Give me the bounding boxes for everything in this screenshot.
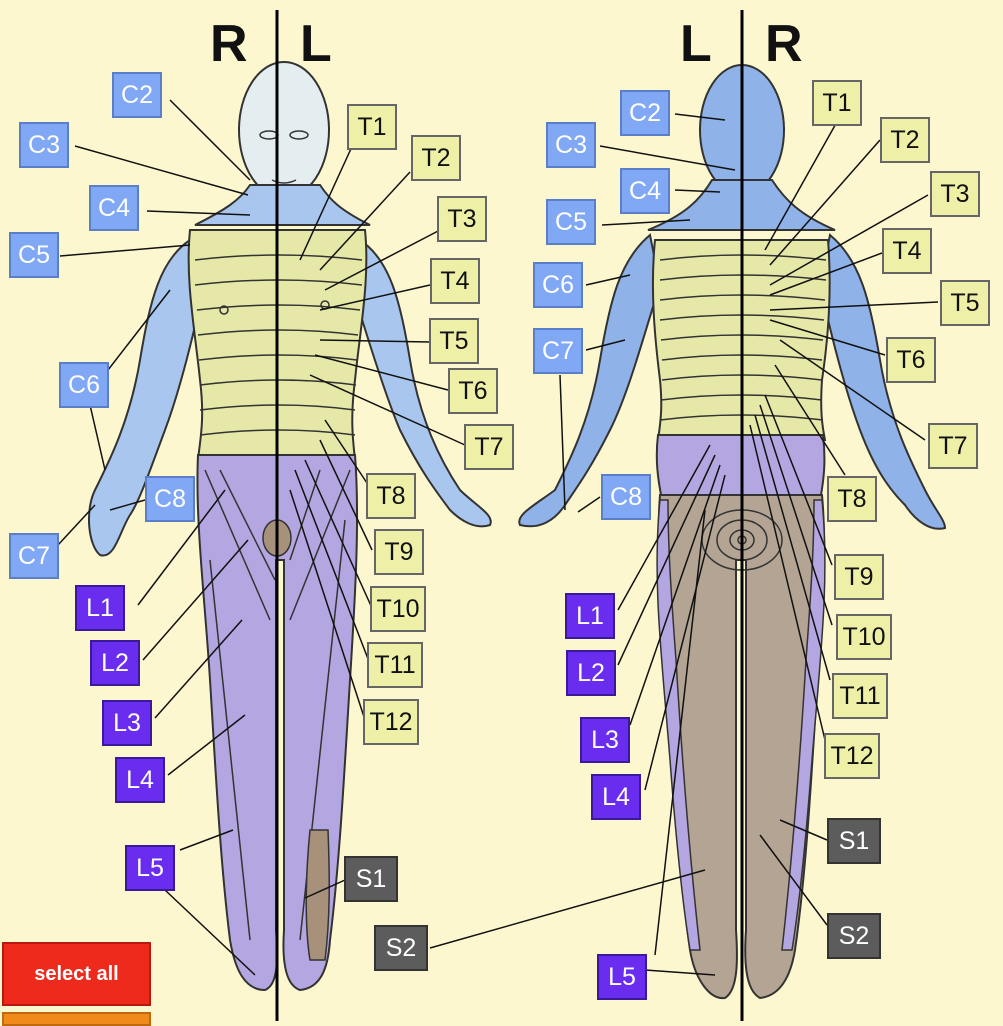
front-head: [239, 62, 329, 198]
front-sacral-shin: [306, 830, 329, 960]
front-t10-label[interactable]: T10: [370, 586, 426, 632]
back-side-left-marker: L: [680, 18, 712, 70]
front-t9-label[interactable]: T9: [374, 529, 424, 575]
back-t2-label[interactable]: T2: [880, 117, 930, 163]
front-c6-label[interactable]: C6: [59, 362, 109, 408]
back-l2-label[interactable]: L2: [566, 650, 616, 696]
front-t8-label[interactable]: T8: [366, 473, 416, 519]
back-c5-label[interactable]: C5: [546, 199, 596, 245]
back-c8-label[interactable]: C8: [601, 474, 651, 520]
front-l1-label[interactable]: L1: [75, 585, 125, 631]
select-all-button[interactable]: select all: [2, 942, 151, 1006]
front-l2-label[interactable]: L2: [90, 640, 140, 686]
back-t6-label[interactable]: T6: [886, 337, 936, 383]
back-t1-label[interactable]: T1: [812, 80, 862, 126]
front-l4-label[interactable]: L4: [115, 757, 165, 803]
back-t5-label[interactable]: T5: [940, 280, 990, 326]
front-t4-label[interactable]: T4: [430, 258, 480, 304]
back-l3-label[interactable]: L3: [580, 717, 630, 763]
back-t7-label[interactable]: T7: [928, 423, 978, 469]
front-t12-label[interactable]: T12: [363, 699, 419, 745]
secondary-button[interactable]: [2, 1012, 151, 1026]
front-neck: [195, 185, 370, 225]
back-c2-label[interactable]: C2: [620, 90, 670, 136]
back-s2-label[interactable]: S2: [827, 913, 881, 959]
back-t4-label[interactable]: T4: [882, 228, 932, 274]
back-c6-label[interactable]: C6: [533, 262, 583, 308]
back-c3-label[interactable]: C3: [546, 122, 596, 168]
front-c5-label[interactable]: C5: [9, 232, 59, 278]
front-s1-label[interactable]: S1: [344, 856, 398, 902]
back-t9-label[interactable]: T9: [834, 554, 884, 600]
back-t12-label[interactable]: T12: [824, 733, 880, 779]
back-t10-label[interactable]: T10: [836, 614, 892, 660]
back-t11-label[interactable]: T11: [832, 673, 888, 719]
front-t11-label[interactable]: T11: [367, 642, 423, 688]
front-c8-label[interactable]: C8: [145, 476, 195, 522]
back-t3-label[interactable]: T3: [930, 171, 980, 217]
back-s1-label[interactable]: S1: [827, 818, 881, 864]
back-side-right-marker: R: [765, 18, 803, 70]
front-c3-label[interactable]: C3: [19, 122, 69, 168]
front-t5-label[interactable]: T5: [429, 318, 479, 364]
front-t7-label[interactable]: T7: [464, 424, 514, 470]
back-t8-label[interactable]: T8: [827, 476, 877, 522]
back-l4-label[interactable]: L4: [591, 774, 641, 820]
front-c7-label[interactable]: C7: [9, 533, 59, 579]
front-c4-label[interactable]: C4: [89, 185, 139, 231]
back-c7-label[interactable]: C7: [533, 328, 583, 374]
back-l1-label[interactable]: L1: [565, 593, 615, 639]
back-c4-label[interactable]: C4: [620, 168, 670, 214]
front-l3-label[interactable]: L3: [102, 700, 152, 746]
front-l5-label[interactable]: L5: [125, 845, 175, 891]
front-t1-label[interactable]: T1: [347, 104, 397, 150]
front-t3-label[interactable]: T3: [437, 196, 487, 242]
front-side-left-marker: L: [300, 18, 332, 70]
back-s2-left-label[interactable]: S2: [374, 925, 428, 971]
front-side-right-marker: R: [210, 18, 248, 70]
front-t6-label[interactable]: T6: [448, 368, 498, 414]
back-l5-label[interactable]: L5: [597, 954, 647, 1000]
front-c2-label[interactable]: C2: [112, 72, 162, 118]
front-t2-label[interactable]: T2: [411, 135, 461, 181]
